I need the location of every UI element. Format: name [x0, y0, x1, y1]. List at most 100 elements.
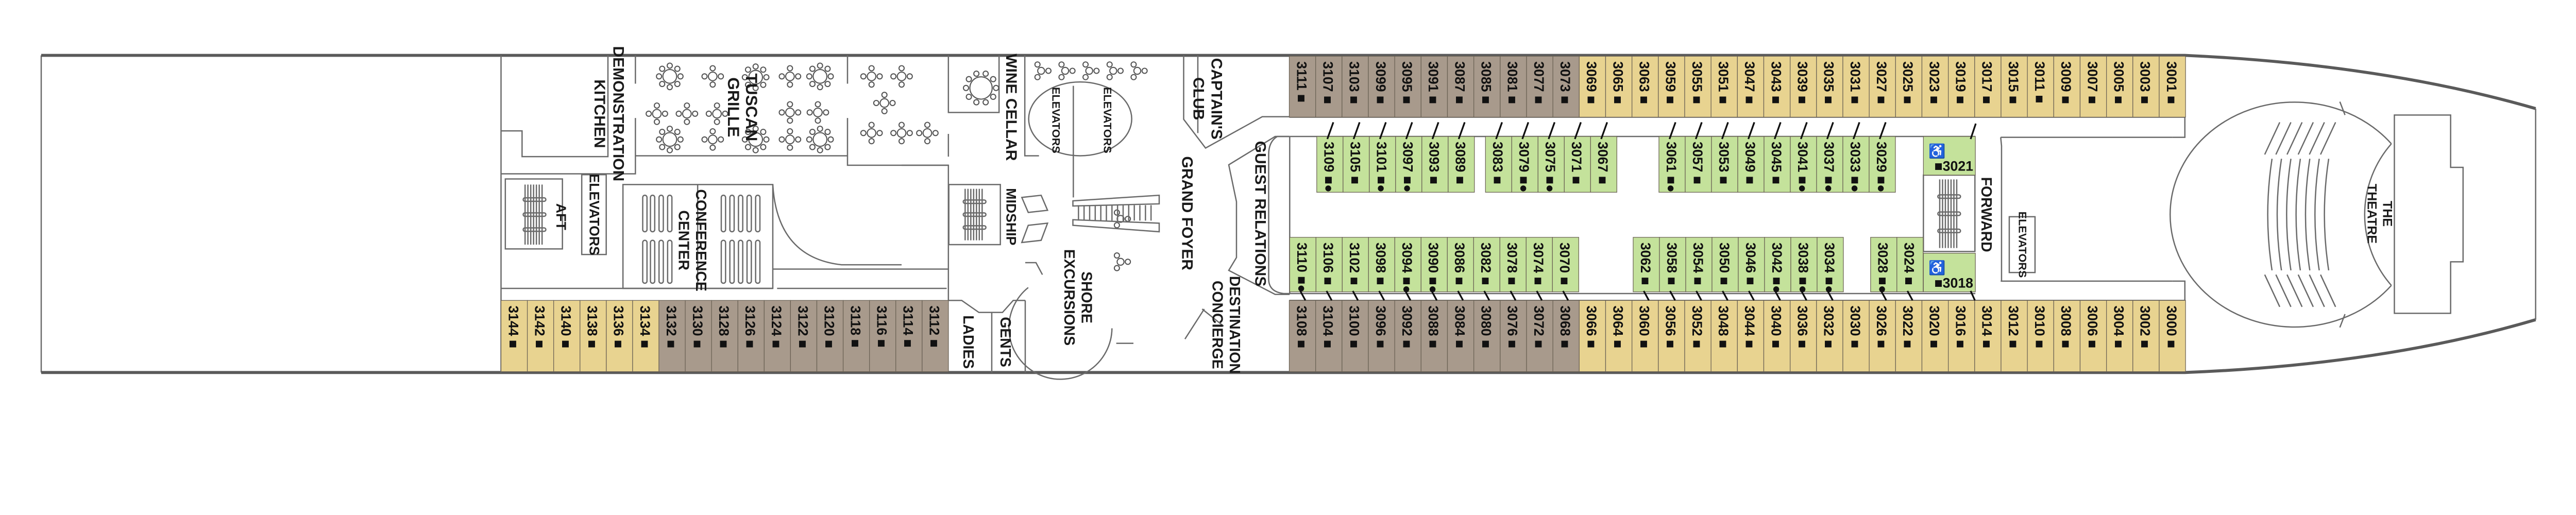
cabin[interactable]: 3077 ■	[1526, 56, 1553, 118]
cabin[interactable]: 3076 ■	[1500, 300, 1527, 372]
cabin[interactable]: 3008 ■	[2053, 300, 2081, 372]
cabin[interactable]: 3075 ■●	[1537, 122, 1565, 193]
cabin[interactable]: 3134 ■	[632, 300, 659, 372]
cabin[interactable]: 3080 ■	[1473, 300, 1501, 372]
cabin[interactable]: 3004 ■	[2106, 300, 2133, 372]
cabin[interactable]: 3096 ■	[1368, 300, 1395, 372]
cabin[interactable]: 3105 ■	[1343, 122, 1370, 193]
cabin[interactable]: 3052 ■	[1684, 300, 1711, 372]
cabin[interactable]: 3144 ■	[500, 300, 528, 372]
cabin[interactable]: 3037 ■●	[1816, 122, 1843, 193]
cabin[interactable]: 3106 ■	[1315, 237, 1343, 301]
cabin[interactable]: 3086 ■	[1447, 237, 1474, 301]
cabin[interactable]: 3128 ■	[711, 300, 738, 372]
cabin[interactable]: 3028 ■●	[1870, 237, 1897, 301]
cabin[interactable]: 3062 ■	[1633, 237, 1660, 301]
cabin[interactable]: 3012 ■	[2001, 300, 2028, 372]
cabin[interactable]: 3051 ■	[1710, 56, 1738, 118]
cabin[interactable]: 3111 ■	[1289, 56, 1316, 118]
cabin[interactable]: 3032 ■	[1816, 300, 1843, 372]
cabin[interactable]: 3101 ■●	[1369, 122, 1396, 193]
cabin[interactable]: 3095 ■	[1394, 56, 1421, 118]
cabin[interactable]: 3016 ■	[1948, 300, 1975, 372]
cabin[interactable]: 3025 ■	[1895, 56, 1923, 118]
cabin[interactable]: 3033 ■●	[1842, 122, 1870, 193]
cabin[interactable]: 3057 ■	[1685, 122, 1712, 193]
cabin[interactable]: 3073 ■	[1552, 56, 1580, 118]
cabin[interactable]: 3084 ■	[1447, 300, 1475, 372]
cabin[interactable]: 3070 ■	[1552, 237, 1579, 301]
cabin[interactable]: 3041 ■●	[1790, 122, 1817, 193]
cabin[interactable]: 3118 ■	[842, 300, 870, 372]
cabin[interactable]: 3005 ■	[2106, 56, 2133, 118]
cabin[interactable]: 3136 ■	[606, 300, 633, 372]
cabin[interactable]: 3067 ■	[1590, 122, 1617, 193]
cabin[interactable]: 3056 ■	[1658, 300, 1685, 372]
cabin[interactable]: 3109 ■●	[1316, 122, 1344, 193]
cabin[interactable]: 3024 ■	[1896, 237, 1924, 301]
cabin[interactable]: 3054 ■	[1685, 237, 1713, 301]
cabin[interactable]: 3000 ■	[2159, 300, 2186, 372]
cabin[interactable]: 3124 ■	[764, 300, 791, 372]
cabin[interactable]: 3103 ■	[1342, 56, 1369, 118]
cabin[interactable]: 3108 ■	[1289, 300, 1316, 372]
cabin[interactable]: 3104 ■	[1315, 300, 1343, 372]
cabin[interactable]: 3132 ■	[658, 300, 686, 372]
cabin[interactable]: 3107 ■	[1315, 56, 1343, 118]
cabin[interactable]: 3081 ■	[1500, 56, 1527, 118]
cabin[interactable]: 3029 ■●	[1869, 122, 1896, 193]
cabin[interactable]: 3040 ■	[1763, 300, 1791, 372]
cabin[interactable]: 3048 ■	[1710, 300, 1738, 372]
cabin[interactable]: 3078 ■	[1499, 237, 1527, 301]
cabin[interactable]: 3022 ■	[1895, 300, 1923, 372]
cabin[interactable]: 3015 ■	[2001, 56, 2028, 118]
cabin[interactable]: 3066 ■	[1579, 300, 1606, 372]
cabin[interactable]: 3060 ■	[1632, 300, 1659, 372]
cabin[interactable]: 3091 ■	[1420, 56, 1448, 118]
cabin[interactable]: 3045 ■	[1764, 122, 1791, 193]
cabin[interactable]: 3100 ■	[1342, 300, 1369, 372]
cabin[interactable]: 3083 ■	[1485, 122, 1512, 193]
cabin[interactable]: 3044 ■	[1737, 300, 1765, 372]
cabin[interactable]: 3065 ■	[1605, 56, 1633, 118]
cabin[interactable]: 3050 ■	[1711, 237, 1739, 301]
cabin[interactable]: 3122 ■	[790, 300, 818, 372]
cabin[interactable]: 3072 ■	[1526, 300, 1553, 372]
cabin[interactable]: 3036 ■	[1790, 300, 1817, 372]
cabin[interactable]: 3079 ■●	[1511, 122, 1538, 193]
cabin[interactable]: 3092 ■	[1394, 300, 1421, 372]
cabin[interactable]: 3001 ■	[2159, 56, 2186, 118]
cabin[interactable]: 3002 ■	[2132, 300, 2160, 372]
cabin[interactable]: 3142 ■	[527, 300, 554, 372]
cabin[interactable]: 3074 ■	[1526, 237, 1553, 301]
cabin[interactable]: 3038 ■●	[1790, 237, 1818, 301]
cabin[interactable]: 3058 ■	[1659, 237, 1686, 301]
cabin[interactable]: 3126 ■	[737, 300, 765, 372]
cabin[interactable]: 3006 ■	[2079, 300, 2107, 372]
cabin[interactable]: 3023 ■	[1921, 56, 1949, 118]
cabin[interactable]: 3112 ■	[922, 300, 949, 372]
cabin[interactable]: 3138 ■	[580, 300, 607, 372]
cabin[interactable]: 3059 ■	[1658, 56, 1685, 118]
cabin[interactable]: 3098 ■	[1368, 237, 1395, 301]
cabin[interactable]: 3027 ■	[1869, 56, 1896, 118]
cabin[interactable]: 3026 ■	[1869, 300, 1896, 372]
cabin[interactable]: 3082 ■	[1473, 237, 1500, 301]
cabin[interactable]: 3009 ■	[2053, 56, 2081, 118]
cabin[interactable]: 3055 ■	[1684, 56, 1711, 118]
cabin[interactable]: 3068 ■	[1552, 300, 1580, 372]
cabin[interactable]: 3120 ■	[816, 300, 844, 372]
accessible-cabin[interactable]: ♿■3018	[1923, 253, 1976, 301]
cabin[interactable]: 3063 ■	[1632, 56, 1659, 118]
cabin[interactable]: 3019 ■	[1948, 56, 1975, 118]
cabin[interactable]: 3069 ■	[1579, 56, 1606, 118]
cabin[interactable]: 3090 ■●	[1420, 237, 1448, 301]
accessible-cabin[interactable]: ♿■3021	[1923, 123, 1977, 176]
cabin[interactable]: 3102 ■	[1342, 237, 1369, 301]
cabin[interactable]: 3130 ■	[685, 300, 712, 372]
cabin[interactable]: 3097 ■●	[1395, 122, 1422, 193]
cabin[interactable]: 3110 ■●	[1289, 237, 1316, 301]
cabin[interactable]: 3010 ■	[2027, 300, 2054, 372]
cabin[interactable]: 3099 ■	[1368, 56, 1395, 118]
cabin[interactable]: 3094 ■●	[1394, 237, 1421, 301]
